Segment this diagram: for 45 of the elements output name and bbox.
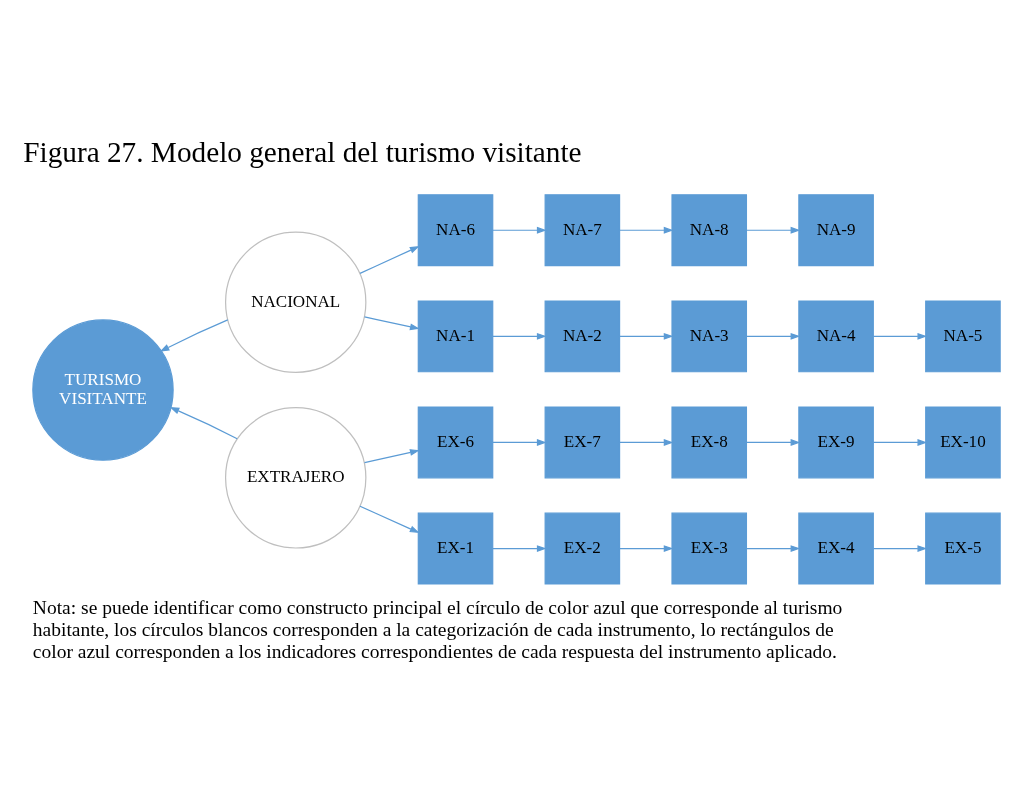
caption: Nota: se puede identificar como constructo principal el círculo de color azul que corresponde al turismo habitante, los círculos blancos corresponden a la categorización de cada instrumento, lo rectángulos de color azul corresponden a los indicadores correspondientes de cada respuesta del instrumento aplicado. <box>32 596 843 662</box>
arrow <box>618 544 674 552</box>
node-box: NA-6 <box>417 193 494 266</box>
arrow <box>618 226 674 234</box>
node-box: EX-5 <box>925 512 1001 585</box>
node-box: NA-9 <box>798 193 874 266</box>
arrow <box>169 406 238 439</box>
arrow <box>492 544 547 552</box>
node-box: EX-8 <box>671 406 748 478</box>
node-box: NA-2 <box>544 299 621 372</box>
node-box: EX-4 <box>798 512 874 585</box>
arrow <box>492 332 547 340</box>
diagram-title: Figura 27. Modelo general del turismo visitante <box>23 135 582 168</box>
arrow <box>359 505 420 533</box>
node-box: NA-1 <box>417 299 494 372</box>
node-box: NA-8 <box>671 193 748 266</box>
node-box: EX-1 <box>417 512 494 585</box>
arrow <box>159 318 229 352</box>
node-box: NA-4 <box>798 299 874 372</box>
node-box: EX-7 <box>544 406 621 478</box>
arrow <box>492 438 547 446</box>
arrow <box>363 315 420 330</box>
arrow <box>872 332 928 340</box>
node-box: EX-10 <box>925 406 1001 478</box>
arrow <box>745 544 801 552</box>
arrow <box>745 438 801 446</box>
node-circle: NACIONAL <box>224 230 367 373</box>
arrow <box>745 332 801 340</box>
arrow <box>872 544 928 552</box>
node-box: EX-9 <box>798 406 874 478</box>
node-circle: EXTRAJERO <box>224 406 367 549</box>
node-box: NA-3 <box>671 299 748 372</box>
node-box: EX-3 <box>671 512 748 585</box>
node-box: NA-5 <box>925 299 1001 372</box>
arrow <box>363 448 420 463</box>
node-box: NA-7 <box>544 193 621 266</box>
node-box: EX-6 <box>417 406 494 478</box>
arrow <box>618 438 674 446</box>
arrow <box>872 438 928 446</box>
arrow <box>618 332 674 340</box>
node-circle: TURISMO VISITANTE <box>32 318 174 461</box>
node-box: EX-2 <box>544 512 621 585</box>
arrow <box>745 226 801 234</box>
arrow <box>492 226 547 234</box>
arrow <box>359 245 420 274</box>
